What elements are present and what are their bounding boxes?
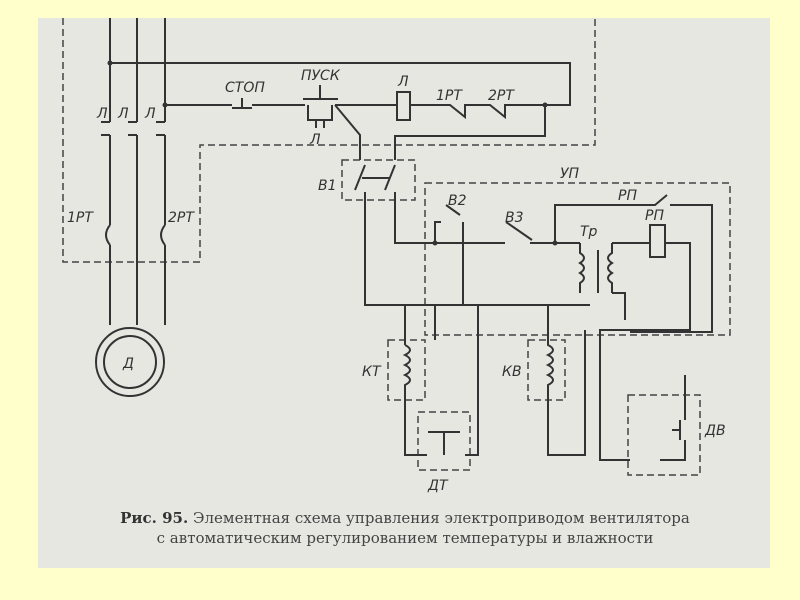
dt-box xyxy=(417,411,471,471)
control-circuit xyxy=(110,62,713,461)
caption-line2: с автоматическим регулированием температ… xyxy=(156,529,654,547)
label-1rt-top: 1РТ xyxy=(436,88,463,104)
rp-coil xyxy=(649,224,666,258)
label-dt: ДТ xyxy=(427,478,449,494)
l-coil xyxy=(396,91,411,121)
power-box xyxy=(62,18,596,263)
label-kv: КВ xyxy=(502,364,522,380)
label-2rt-top: 2РТ xyxy=(488,88,515,104)
label-l3: Л xyxy=(144,106,156,122)
label-motor: Д xyxy=(122,356,134,372)
label-pusk: ПУСК xyxy=(301,68,341,84)
label-rp-coil: РП xyxy=(645,208,664,224)
label-kt: КТ xyxy=(362,364,382,380)
scanned-figure xyxy=(38,18,770,568)
motor xyxy=(95,327,165,397)
label-l-contact: Л xyxy=(309,132,321,148)
v1-box xyxy=(341,159,416,201)
up-box xyxy=(424,182,731,336)
label-dv: ДВ xyxy=(704,423,726,439)
label-2rt-left: 2РТ xyxy=(168,210,195,226)
label-l1: Л xyxy=(96,106,108,122)
label-v1: В1 xyxy=(318,178,337,194)
label-l2: Л xyxy=(117,106,129,122)
power-lines xyxy=(101,18,168,325)
label-stop: СТОП xyxy=(225,80,265,96)
dv-box xyxy=(627,394,701,476)
label-v3: В3 xyxy=(505,210,524,226)
label-l-coil: Л xyxy=(397,74,409,90)
figure-caption: Рис. 95. Элементная схема управления эле… xyxy=(50,508,760,548)
kv-box xyxy=(527,339,566,401)
kt-box xyxy=(387,339,426,401)
label-rp-contact: РП xyxy=(618,188,637,204)
caption-line1: Элементная схема управления электроприво… xyxy=(193,509,690,527)
label-tr: Тр xyxy=(580,224,598,240)
caption-prefix: Рис. 95. xyxy=(120,509,189,527)
label-up: УП xyxy=(560,166,580,182)
label-1rt-left: 1РТ xyxy=(67,210,94,226)
label-v2: В2 xyxy=(448,193,467,209)
